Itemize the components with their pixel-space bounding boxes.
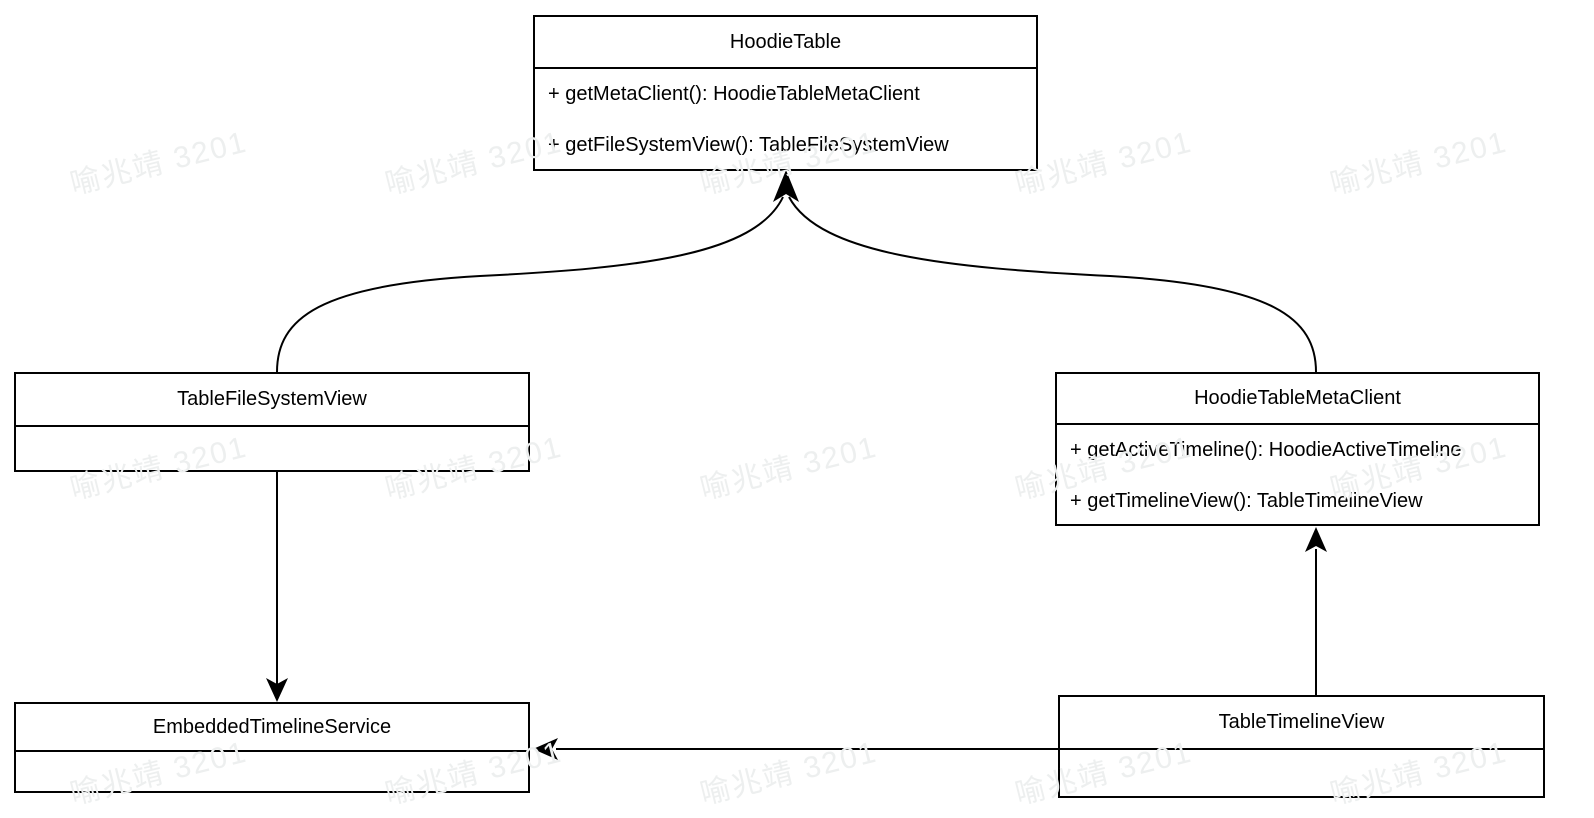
class-box-tablefilesystemview: TableFileSystemView: [14, 372, 530, 472]
arrowhead-up-hoodietable: [773, 170, 799, 202]
edge-hoodietablemetaclient-to-hoodietable: [788, 196, 1317, 373]
class-body: + getActiveTimeline(): HoodieActiveTimel…: [1057, 425, 1538, 527]
class-box-hoodietable: HoodieTable + getMetaClient(): HoodieTab…: [533, 15, 1038, 171]
class-title: HoodieTable: [535, 17, 1036, 69]
edge-tablefilesystemview-to-embeddedtimelineservice: [266, 472, 288, 702]
edge-tabletimelineview-to-hoodietablemetaclient: [1305, 527, 1327, 695]
arrowhead-up-hoodietablemetaclient: [1305, 527, 1327, 552]
class-title: HoodieTableMetaClient: [1057, 374, 1538, 425]
class-method: + getTimelineView(): TableTimelineView: [1070, 490, 1423, 512]
class-title: TableFileSystemView: [16, 374, 528, 427]
edge-tablefilesystemview-to-hoodietable: [276, 196, 784, 373]
class-method: + getFileSystemView(): TableFileSystemVi…: [548, 134, 949, 156]
edge-tabletimelineview-to-embeddedtimelineservice: [533, 738, 1058, 760]
class-box-embeddedtimelineservice: EmbeddedTimelineService: [14, 702, 530, 793]
class-title: EmbeddedTimelineService: [16, 704, 528, 752]
class-method: + getMetaClient(): HoodieTableMetaClient: [548, 83, 920, 105]
class-title: TableTimelineView: [1060, 697, 1543, 750]
class-method: + getActiveTimeline(): HoodieActiveTimel…: [1070, 439, 1462, 461]
class-box-hoodietablemetaclient: HoodieTableMetaClient + getActiveTimelin…: [1055, 372, 1540, 526]
arrowhead-left-embeddedtimelineservice: [533, 738, 558, 760]
class-box-tabletimelineview: TableTimelineView: [1058, 695, 1545, 798]
class-body: + getMetaClient(): HoodieTableMetaClient…: [535, 69, 1036, 171]
arrowhead-down-embeddedtimelineservice: [266, 678, 288, 702]
